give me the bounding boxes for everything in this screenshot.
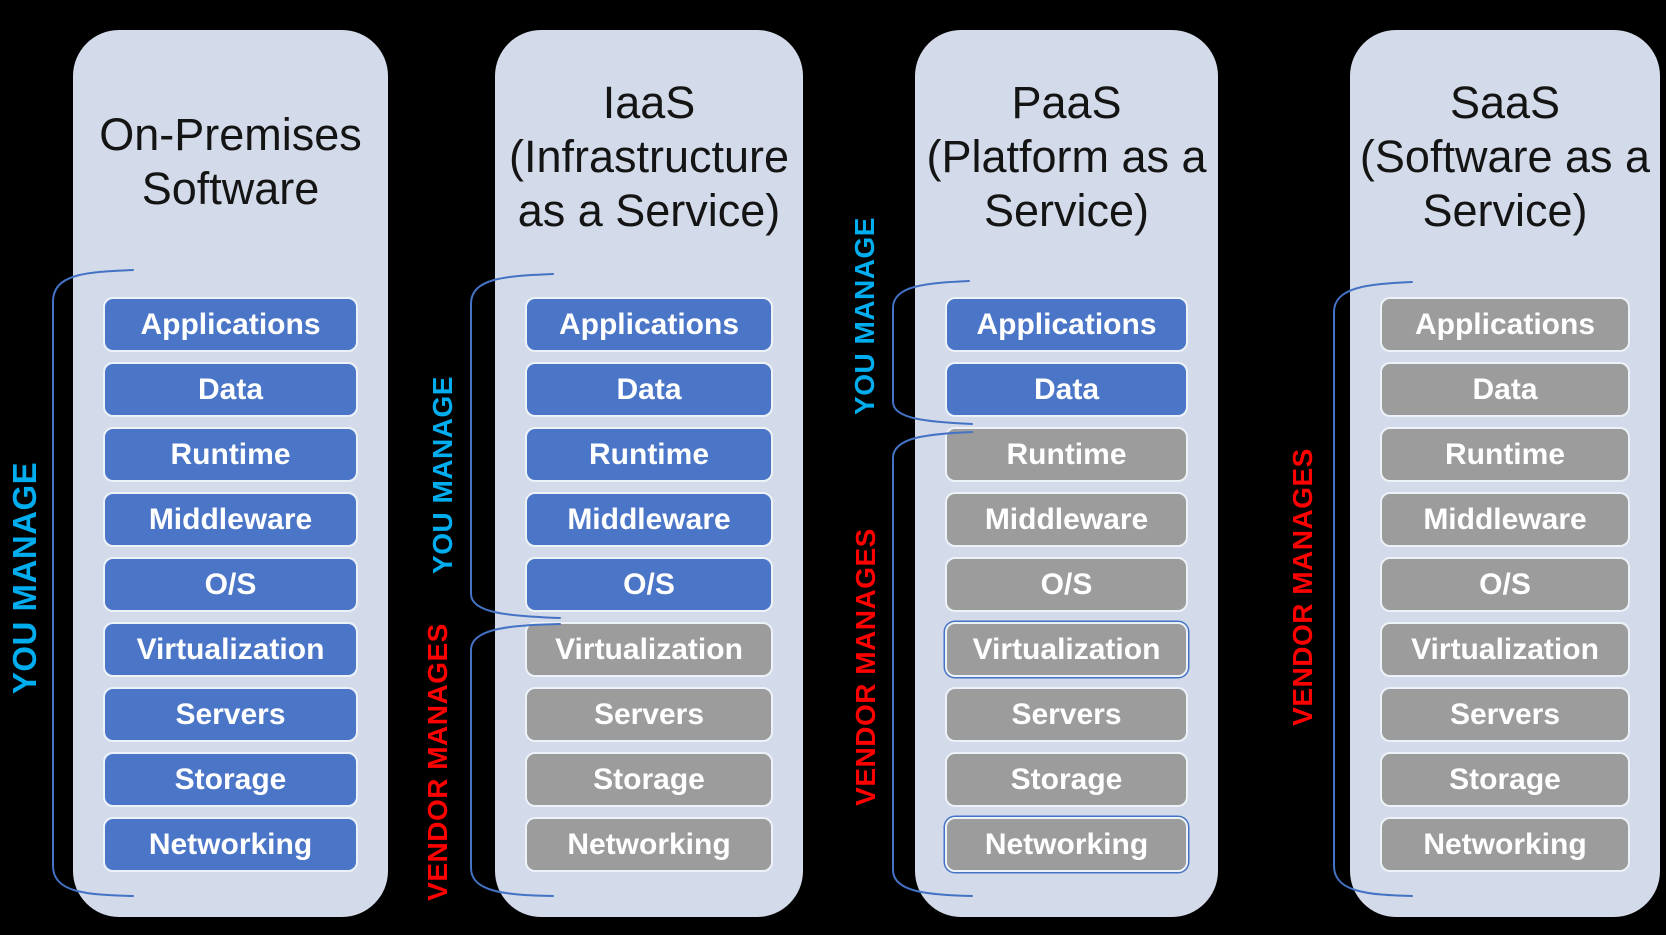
- layer-applications: Applications: [525, 297, 773, 352]
- layer-middleware: Middleware: [945, 492, 1188, 547]
- layer-middleware: Middleware: [1380, 492, 1630, 547]
- layer-stack: Applications Data Runtime Middleware O/S…: [103, 297, 358, 882]
- layer-stack: Applications Data Runtime Middleware O/S…: [525, 297, 773, 882]
- layer-stack: Applications Data Runtime Middleware O/S…: [1380, 297, 1630, 882]
- layer-os: O/S: [945, 557, 1188, 612]
- layer-data: Data: [103, 362, 358, 417]
- vendor-manages-label-iaas: VENDOR MANAGES: [422, 623, 453, 901]
- layer-applications: Applications: [945, 297, 1188, 352]
- layer-runtime: Runtime: [525, 427, 773, 482]
- layer-runtime: Runtime: [1380, 427, 1630, 482]
- layer-servers: Servers: [945, 687, 1188, 742]
- layer-data: Data: [1380, 362, 1630, 417]
- layer-virtualization: Virtualization: [945, 622, 1188, 677]
- layer-storage: Storage: [525, 752, 773, 807]
- layer-runtime: Runtime: [103, 427, 358, 482]
- you-manage-label-iaas: YOU MANAGE: [427, 376, 458, 574]
- vendor-manages-label-paas: VENDOR MANAGES: [850, 528, 881, 806]
- layer-servers: Servers: [103, 687, 358, 742]
- layer-storage: Storage: [1380, 752, 1630, 807]
- vendor-manages-label-saas: VENDOR MANAGES: [1287, 448, 1318, 726]
- layer-middleware: Middleware: [525, 492, 773, 547]
- column-iaas: IaaS (Infrastructure as a Service) Appli…: [495, 30, 803, 917]
- layer-virtualization: Virtualization: [1380, 622, 1630, 677]
- layer-data: Data: [945, 362, 1188, 417]
- layer-networking: Networking: [945, 817, 1188, 872]
- layer-applications: Applications: [103, 297, 358, 352]
- you-manage-label-paas: YOU MANAGE: [849, 217, 880, 415]
- column-on-premises: On-Premises Software Applications Data R…: [73, 30, 388, 917]
- layer-servers: Servers: [525, 687, 773, 742]
- column-title: IaaS (Infrastructure as a Service): [508, 77, 790, 236]
- layer-networking: Networking: [525, 817, 773, 872]
- column-title: On-Premises Software: [99, 109, 362, 214]
- column-title: SaaS (Software as a Service): [1359, 77, 1651, 236]
- column-title: PaaS (Platform as a Service): [926, 77, 1207, 236]
- layer-os: O/S: [525, 557, 773, 612]
- column-paas: PaaS (Platform as a Service) Application…: [915, 30, 1218, 917]
- layer-virtualization: Virtualization: [103, 622, 358, 677]
- layer-storage: Storage: [945, 752, 1188, 807]
- layer-os: O/S: [1380, 557, 1630, 612]
- layer-runtime: Runtime: [945, 427, 1188, 482]
- you-manage-label-on-premises: YOU MANAGE: [6, 461, 43, 695]
- layer-middleware: Middleware: [103, 492, 358, 547]
- layer-networking: Networking: [1380, 817, 1630, 872]
- layer-stack: Applications Data Runtime Middleware O/S…: [945, 297, 1188, 882]
- layer-data: Data: [525, 362, 773, 417]
- layer-storage: Storage: [103, 752, 358, 807]
- layer-networking: Networking: [103, 817, 358, 872]
- layer-os: O/S: [103, 557, 358, 612]
- layer-servers: Servers: [1380, 687, 1630, 742]
- layer-applications: Applications: [1380, 297, 1630, 352]
- layer-virtualization: Virtualization: [525, 622, 773, 677]
- column-saas: SaaS (Software as a Service) Application…: [1350, 30, 1660, 917]
